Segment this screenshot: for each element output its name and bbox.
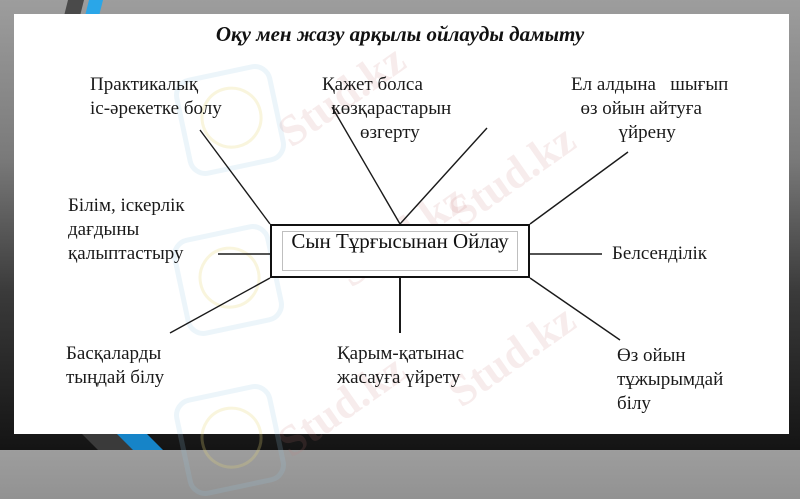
connector-speak-public	[529, 151, 629, 225]
connector-change-views-right	[399, 127, 488, 225]
central-concept-inner-frame	[282, 231, 518, 271]
connector-practical	[199, 129, 271, 225]
connector-lines	[169, 106, 629, 341]
connector-listen	[169, 277, 271, 334]
connector-formulate	[529, 277, 621, 341]
node-change-views: Қажет болса көзқарастарын өзгерту	[322, 74, 452, 143]
node-activity: Белсенділік	[612, 243, 708, 264]
central-concept-box: Сын Тұрғысынан Ойлау	[270, 224, 530, 278]
node-listen: Басқаларды тыңдай білу	[66, 343, 165, 388]
node-skills: Білім, іскерлік дағдыны қалыптастыру	[68, 195, 185, 264]
central-concept-label: Сын Тұрғысынан Ойлау	[291, 229, 509, 253]
node-formulate: Өз ойын тұжырымдай білу	[617, 345, 724, 414]
diagram-title: Оқу мен жазу арқылы ойлауды дамыту	[215, 22, 585, 46]
connector-change-views-left	[331, 106, 401, 225]
node-communication: Қарым-қатынас жасауға үйрету	[337, 343, 464, 388]
node-speak-public: Ел алдына шығып өз ойын айтуға үйрену	[571, 74, 729, 143]
node-practical: Практикалық іс-әрекетке болу	[90, 74, 222, 119]
